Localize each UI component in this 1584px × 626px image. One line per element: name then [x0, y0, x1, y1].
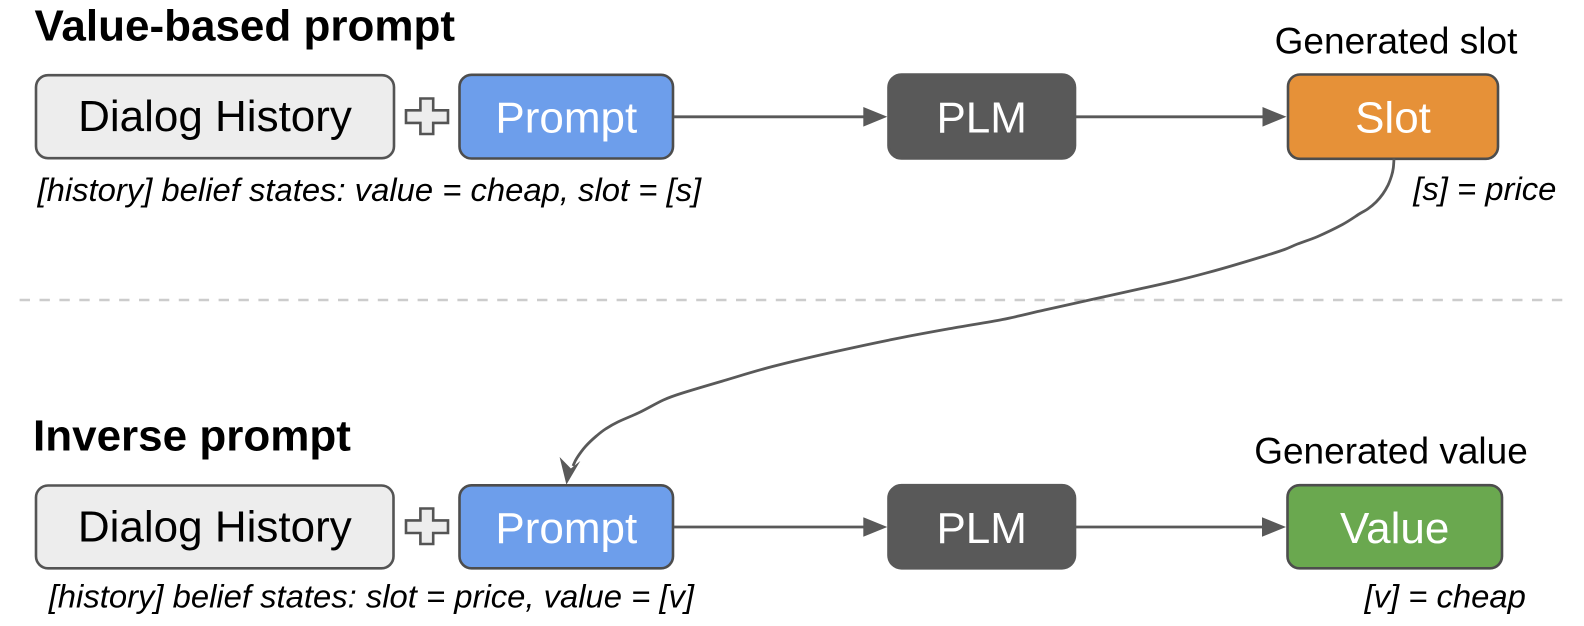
- svg-text:Slot: Slot: [1355, 94, 1431, 143]
- svg-text:Dialog History: Dialog History: [78, 503, 352, 552]
- svg-text:PLM: PLM: [936, 504, 1026, 553]
- svg-text:[history] belief states: slot: [history] belief states: slot = price, v…: [48, 578, 695, 615]
- svg-text:[s] = price: [s] = price: [1412, 170, 1556, 207]
- svg-text:[history] belief states: value: [history] belief states: value = cheap, …: [37, 171, 702, 208]
- svg-text:Value-based prompt: Value-based prompt: [35, 1, 456, 50]
- svg-text:PLM: PLM: [936, 94, 1026, 143]
- svg-text:Inverse prompt: Inverse prompt: [33, 412, 351, 461]
- svg-text:Generated value: Generated value: [1254, 430, 1528, 471]
- svg-text:Dialog History: Dialog History: [78, 92, 352, 141]
- svg-text:Generated slot: Generated slot: [1275, 20, 1518, 61]
- svg-text:Prompt: Prompt: [495, 94, 637, 143]
- svg-text:[v] = cheap: [v] = cheap: [1364, 578, 1526, 615]
- svg-text:Value: Value: [1340, 504, 1449, 553]
- svg-text:Prompt: Prompt: [495, 504, 637, 553]
